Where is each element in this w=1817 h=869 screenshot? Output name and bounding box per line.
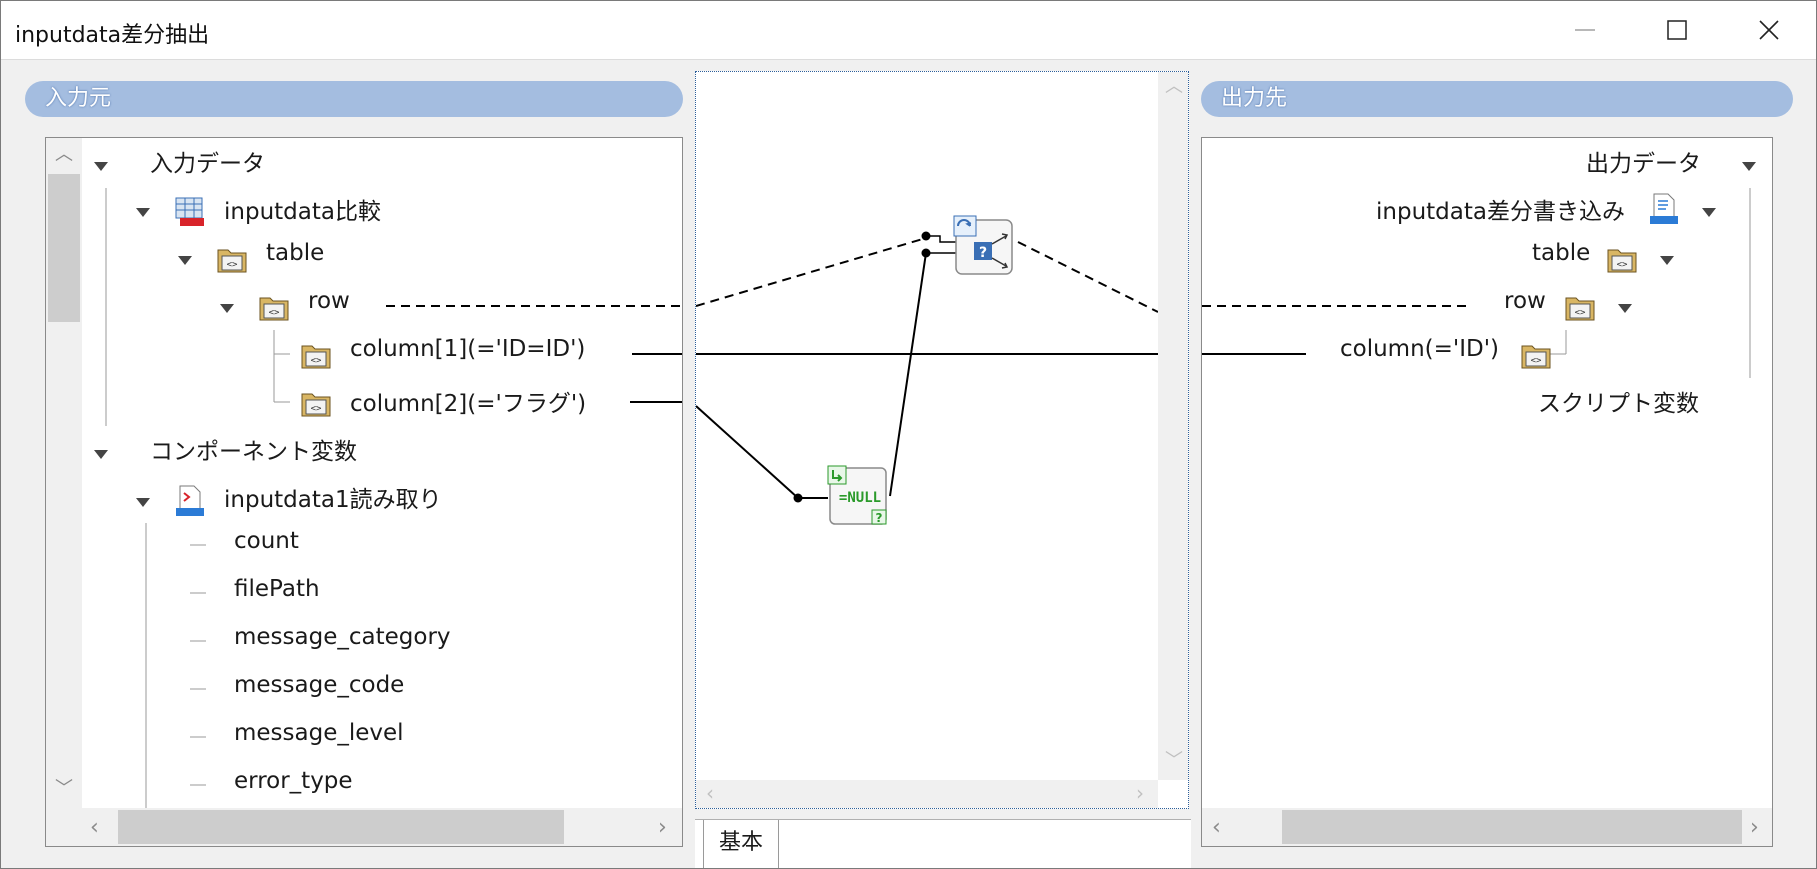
folder-icon: <> xyxy=(217,249,247,273)
join-table-icon xyxy=(175,197,204,226)
scroll-left-icon[interactable]: ‹ xyxy=(706,781,714,805)
tree-node-column-2[interactable]: column[2](='フラグ') xyxy=(350,391,587,417)
tree-node-component-variables[interactable]: コンポーネント変数 xyxy=(150,439,357,465)
input-tree-vertical-scrollbar[interactable]: ︿ ﹀ xyxy=(46,138,82,808)
folder-icon: <> xyxy=(1565,297,1595,321)
null-check-icon[interactable]: =NULL ? xyxy=(826,464,890,528)
tree-node-inputdata-compare[interactable]: inputdata比較 xyxy=(224,199,381,225)
scroll-right-icon[interactable]: › xyxy=(658,815,667,840)
tree-node-filepath[interactable]: filePath xyxy=(234,576,320,602)
tree-node-count[interactable]: count xyxy=(234,528,299,554)
input-tree[interactable]: ︿ ﹀ ‹ › 入力デー xyxy=(45,137,683,847)
folder-icon: <> xyxy=(1521,345,1551,369)
canvas-vertical-scrollbar[interactable]: ︿ ﹀ xyxy=(1158,72,1188,780)
condition-branch-icon[interactable]: ? xyxy=(952,214,1016,278)
svg-text:<>: <> xyxy=(1575,308,1586,318)
scroll-down-icon[interactable]: ﹀ xyxy=(1165,750,1183,771)
svg-text:<>: <> xyxy=(1531,356,1542,366)
null-check-text: =NULL xyxy=(839,490,881,506)
tree-node-output-column[interactable]: column(='ID') xyxy=(1340,336,1500,362)
expand-triangle-icon[interactable] xyxy=(94,162,108,171)
folder-icon: <> xyxy=(1607,249,1637,273)
svg-text:<>: <> xyxy=(269,308,280,318)
svg-text:<>: <> xyxy=(227,260,238,270)
window-title: inputdata差分抽出 xyxy=(15,23,210,48)
folder-icon: <> xyxy=(301,393,331,417)
tree-node-input-data[interactable]: 入力データ xyxy=(150,151,265,177)
maximize-icon xyxy=(1667,20,1687,40)
csv-file-icon xyxy=(176,485,204,516)
tree-node-table[interactable]: table xyxy=(266,240,325,266)
folder-icon: <> xyxy=(259,297,289,321)
svg-text:<>: <> xyxy=(311,404,322,414)
expand-triangle-icon[interactable] xyxy=(220,304,234,313)
minimize-icon xyxy=(1575,29,1595,31)
scroll-up-icon[interactable]: ︿ xyxy=(1165,76,1183,97)
expand-triangle-icon[interactable] xyxy=(136,498,150,507)
tree-node-message-level[interactable]: message_level xyxy=(234,720,404,746)
tree-node-script-variables[interactable]: スクリプト変数 xyxy=(1538,391,1699,417)
scroll-down-icon[interactable]: ﹀ xyxy=(55,778,73,799)
input-pane-title: 入力元 xyxy=(45,86,112,111)
expand-triangle-icon[interactable] xyxy=(178,256,192,265)
tree-node-column-1[interactable]: column[1](='ID=ID') xyxy=(350,336,586,362)
input-tree-horizontal-scrollbar[interactable]: ‹ › xyxy=(46,808,682,846)
scroll-right-icon[interactable]: › xyxy=(1136,781,1144,805)
output-tree[interactable]: ‹ › 出力データ inputdata差分書き込み table < xyxy=(1201,137,1773,847)
tree-node-inputdata-diff-write[interactable]: inputdata差分書き込み xyxy=(1376,199,1625,225)
null-check-badge: ? xyxy=(876,511,883,525)
canvas-horizontal-scrollbar[interactable]: ‹ › xyxy=(696,780,1158,808)
output-tree-guides xyxy=(1202,188,1751,378)
horizontal-scroll-thumb[interactable] xyxy=(118,810,564,844)
expand-triangle-icon[interactable] xyxy=(136,208,150,217)
svg-text:<>: <> xyxy=(1617,260,1628,270)
tree-node-error-type[interactable]: error_type xyxy=(234,768,353,794)
close-icon xyxy=(1759,20,1779,40)
output-tree-horizontal-scrollbar[interactable]: ‹ › xyxy=(1202,808,1772,846)
vertical-scroll-thumb[interactable] xyxy=(48,174,80,322)
svg-text:<>: <> xyxy=(311,356,322,366)
mapping-canvas[interactable]: ︿ ﹀ ‹ › xyxy=(695,71,1189,809)
scroll-up-icon[interactable]: ︿ xyxy=(55,144,73,165)
expand-triangle-icon[interactable] xyxy=(1618,304,1632,313)
horizontal-scroll-thumb[interactable] xyxy=(1282,810,1742,844)
tree-node-output-row[interactable]: row xyxy=(1504,288,1546,314)
scroll-right-icon[interactable]: › xyxy=(1750,815,1759,840)
folder-icon: <> xyxy=(301,345,331,369)
tree-node-row[interactable]: row xyxy=(308,288,350,314)
input-tree-guides xyxy=(105,188,682,808)
tree-node-output-table[interactable]: table xyxy=(1532,240,1591,266)
expand-triangle-icon[interactable] xyxy=(94,450,108,459)
output-pane-header: 出力先 xyxy=(1201,81,1793,117)
input-pane-header: 入力元 xyxy=(25,81,683,117)
tree-node-inputdata1-read[interactable]: inputdata1読み取り xyxy=(224,487,442,513)
tab-basic[interactable]: 基本 xyxy=(703,820,779,868)
svg-text:?: ? xyxy=(979,245,987,261)
tab-basic-label: 基本 xyxy=(718,830,763,855)
maximize-button[interactable] xyxy=(1631,1,1723,59)
scroll-left-icon[interactable]: ‹ xyxy=(90,815,99,840)
minimize-button[interactable] xyxy=(1539,1,1631,59)
mapping-lines xyxy=(696,231,1158,503)
tree-node-output-data[interactable]: 出力データ xyxy=(1586,151,1701,177)
expand-triangle-icon[interactable] xyxy=(1660,256,1674,265)
csv-file-icon xyxy=(1650,193,1678,224)
tree-node-message-category[interactable]: message_category xyxy=(234,624,451,650)
tree-node-message-code[interactable]: message_code xyxy=(234,672,405,698)
scroll-left-icon[interactable]: ‹ xyxy=(1212,815,1221,840)
expand-triangle-icon[interactable] xyxy=(1742,162,1756,171)
expand-triangle-icon[interactable] xyxy=(1702,208,1716,217)
output-pane-title: 出力先 xyxy=(1221,86,1288,111)
title-bar: inputdata差分抽出 xyxy=(1,1,1816,60)
close-button[interactable] xyxy=(1723,1,1815,59)
tab-bar: 基本 xyxy=(695,819,1191,868)
